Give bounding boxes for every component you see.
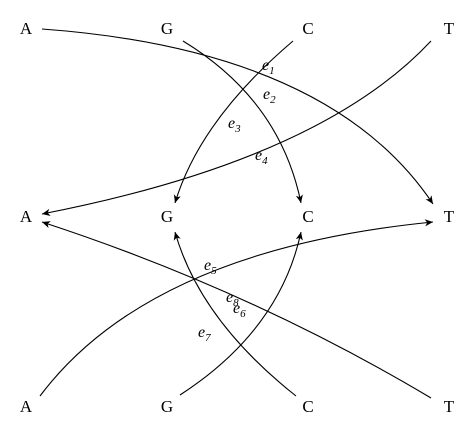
- edge-label-e6: e6: [233, 300, 246, 320]
- edges-layer: [39, 28, 434, 399]
- edge-label-e5: e5: [204, 257, 217, 277]
- edge-label-e3: e3: [228, 115, 241, 135]
- edge-label-e2: e2: [263, 86, 276, 106]
- node-bottom-g: G: [161, 397, 173, 416]
- edge-e8: [173, 231, 297, 397]
- node-middle-a: A: [20, 207, 33, 226]
- node-bottom-t: T: [444, 397, 455, 416]
- node-middle-c: C: [302, 207, 313, 226]
- edge-e6: [179, 231, 303, 396]
- node-bottom-c: C: [302, 397, 313, 416]
- edge-e4: [41, 40, 432, 216]
- node-middle-t: T: [444, 207, 455, 226]
- node-middle-g: G: [161, 207, 173, 226]
- edge-e3: [182, 40, 303, 204]
- node-top-a: A: [20, 19, 33, 38]
- node-top-g: G: [161, 19, 173, 38]
- edge-label-e7: e7: [198, 324, 211, 344]
- edge-labels-layer: e1 e2 e3 e4 e5 e6 e7 e8: [198, 57, 276, 344]
- nodes-layer: A G C T A G C T A G C T: [20, 19, 455, 416]
- edge-e5: [39, 219, 434, 397]
- node-bottom-a: A: [20, 397, 33, 416]
- node-top-t: T: [444, 19, 455, 38]
- edge-label-e4: e4: [255, 147, 268, 167]
- edge-label-e1: e1: [262, 57, 275, 77]
- edge-label-e8: e8: [226, 289, 239, 309]
- edge-e1: [173, 40, 294, 204]
- edge-e2: [41, 28, 434, 205]
- edge-e7: [41, 221, 432, 399]
- node-top-c: C: [302, 19, 313, 38]
